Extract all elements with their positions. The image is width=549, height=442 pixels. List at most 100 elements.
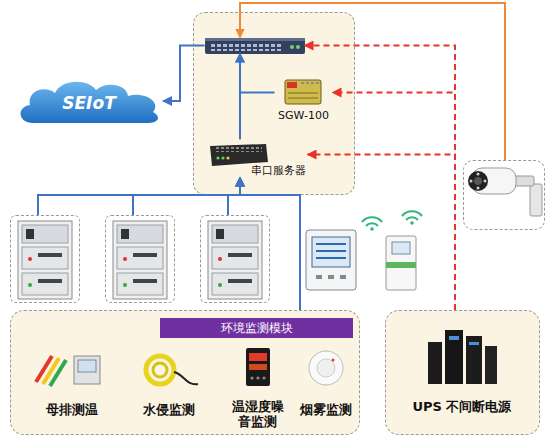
busbar-sensor-icon-part [78, 360, 96, 372]
ups-icon-part [466, 336, 482, 384]
power-meter-icon-part [316, 275, 322, 279]
connector [240, 178, 300, 311]
cabinet-icon-part [38, 279, 62, 283]
power-meter-icon-part [392, 242, 410, 254]
water-leak-sensor-icon-part [153, 363, 167, 377]
cabinet-icon-part [38, 253, 62, 257]
gateway-icon-part [285, 80, 321, 104]
ups-icon-part [445, 330, 463, 384]
ups-icon-part [469, 342, 479, 345]
module-banner: 环境监测模块 [160, 318, 353, 338]
camera-icon-part [477, 173, 480, 176]
cabinet-icon-part [22, 225, 68, 243]
power-meter-icon-part [402, 211, 422, 216]
cabinet-icon-part [212, 225, 258, 243]
cabinet-icon-part [218, 257, 222, 261]
busbar-sensor-icon [36, 356, 100, 386]
cabinet-icon-part [228, 253, 252, 257]
gateway-icon [285, 80, 321, 104]
camera-icon-part [477, 187, 480, 190]
serial-server-icon-part [214, 147, 262, 152]
cabinet-icon-part [123, 257, 127, 261]
gateway-icon-part [288, 93, 318, 94]
connector [38, 178, 240, 216]
power-meter-icon-part [406, 217, 418, 220]
switch-icon-part [210, 44, 282, 51]
smoke-detector-icon [309, 351, 343, 385]
thermo-hygrometer-icon-part [249, 364, 267, 370]
cabinet-icon-part [28, 257, 32, 261]
ups-icon-part [485, 346, 497, 384]
cabinet-icon-part [28, 283, 32, 287]
switch-icon-part [205, 38, 305, 54]
busbar-sensor-icon-part [36, 356, 52, 382]
cabinet-icon-part [22, 247, 68, 269]
power-meter-icon-part [316, 250, 346, 252]
camera-icon-part [468, 171, 488, 191]
ups-label: UPS 不间断电源 [386, 398, 538, 416]
cabinet-icon [18, 221, 72, 299]
thermo-hygrometer-icon-part [256, 376, 259, 379]
switch-icon-part [296, 45, 300, 49]
camera-icon [468, 168, 542, 216]
connector [239, 54, 241, 140]
power-meter-icon-part [316, 243, 346, 245]
thermo-hygrometer-icon-part [262, 376, 265, 379]
serial-server-icon [210, 144, 268, 166]
busbar-sensor-icon-part [43, 358, 59, 384]
power-meter-icon-part [410, 221, 414, 225]
water-leak-sensor-icon [146, 356, 198, 384]
power-meter-icon-part [312, 237, 350, 267]
thermo-hygrometer-icon-part [249, 353, 267, 361]
cabinet-icon-part [117, 225, 163, 243]
cloud-label: SEIoT [15, 78, 163, 124]
cabinet-icon-part [113, 221, 167, 299]
sensor-item: 烟雾监测 [294, 345, 358, 423]
connector [163, 46, 205, 102]
connector [308, 155, 456, 311]
camera-icon-part [530, 184, 542, 216]
serial-server-icon-part [210, 144, 268, 166]
cabinet-icon-part [18, 221, 72, 299]
sensor-label: 水侵监测 [122, 402, 217, 419]
cabinet-icon-part [212, 273, 258, 295]
ups-icon [428, 330, 497, 384]
cloud-node: SEIoT [15, 78, 163, 124]
gateway-node: SGW-100 [275, 77, 333, 122]
sensor-label: 温湿度噪 音监测 [230, 399, 286, 429]
cabinet-icon-part [216, 229, 224, 239]
smoke-detector-icon-part [309, 351, 343, 385]
busbar-sensor-icon-part [74, 356, 100, 384]
cabinet-icon-part [218, 283, 222, 287]
serial-server-icon-part [216, 156, 219, 159]
sensor-label: 烟雾监测 [294, 402, 358, 419]
sensor-item: 温湿度噪 音监测 [222, 345, 294, 429]
camera-icon-part [512, 176, 534, 186]
power-meter-icon-part [316, 257, 346, 259]
gateway-icon-part [299, 82, 319, 86]
device-label: 串口服务器 [250, 163, 308, 178]
switch-icon-part [205, 38, 305, 41]
camera-box [463, 160, 545, 230]
sensor-item: 水侵监测 [122, 345, 217, 423]
camera-icon-part [474, 177, 482, 185]
serial-server-icon-part [226, 156, 229, 159]
water-leak-sensor-icon-part [174, 372, 198, 384]
gateway-icon-part [288, 98, 318, 99]
serial-server-icon-part [221, 156, 224, 159]
connector [240, 3, 505, 160]
thermo-hygrometer-icon-part [246, 348, 270, 386]
cabinet-box [200, 215, 270, 303]
camera-icon-part [470, 180, 473, 183]
connector [133, 178, 240, 216]
sensor-label: 母排测温 [22, 402, 122, 419]
cabinet-icon [113, 221, 167, 299]
device-label: SGW-100 [275, 109, 333, 122]
cabinet-icon-part [228, 279, 252, 283]
ups-box: UPS 不间断电源 [385, 310, 540, 435]
power-meter-icon-part [386, 236, 416, 290]
connector [240, 54, 275, 93]
power-meter-icon [306, 211, 422, 290]
